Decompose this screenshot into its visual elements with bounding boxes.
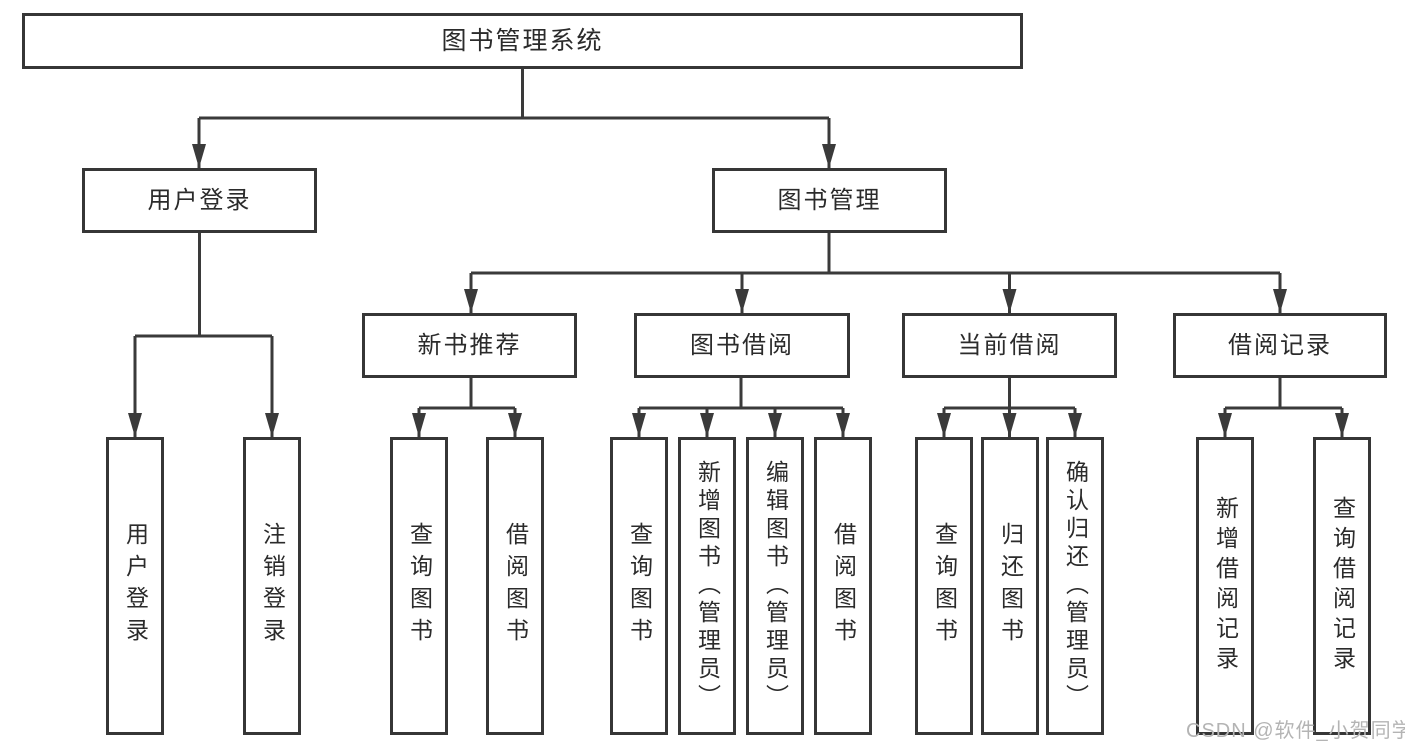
node-system-root: 图书管理系统 bbox=[22, 13, 1023, 69]
leaf-query-books-borrow: 查询图书 bbox=[610, 437, 668, 735]
leaf-query-borrow-record: 查询借阅记录 bbox=[1313, 437, 1371, 735]
node-book-borrow: 图书借阅 bbox=[634, 313, 850, 378]
csdn-watermark: CSDN @软件_小贺同学 bbox=[1186, 720, 1405, 742]
leaf-add-books-admin: 新增图书（管理员） bbox=[678, 437, 736, 735]
leaf-return-books: 归还图书 bbox=[981, 437, 1039, 735]
node-user-login: 用户登录 bbox=[82, 168, 317, 233]
leaf-logout: 注销登录 bbox=[243, 437, 301, 735]
leaf-query-books-current: 查询图书 bbox=[915, 437, 973, 735]
leaf-user-login: 用户登录 bbox=[106, 437, 164, 735]
node-book-management: 图书管理 bbox=[712, 168, 947, 233]
node-current-borrow: 当前借阅 bbox=[902, 313, 1117, 378]
leaf-borrow-books: 借阅图书 bbox=[814, 437, 872, 735]
node-new-book-recommend: 新书推荐 bbox=[362, 313, 577, 378]
leaf-edit-books-admin: 编辑图书（管理员） bbox=[746, 437, 804, 735]
leaf-add-borrow-record: 新增借阅记录 bbox=[1196, 437, 1254, 735]
node-borrow-records: 借阅记录 bbox=[1173, 313, 1387, 378]
leaf-confirm-return-admin: 确认归还（管理员） bbox=[1046, 437, 1104, 735]
leaf-query-books-recommend: 查询图书 bbox=[390, 437, 448, 735]
leaf-borrow-books-recommend: 借阅图书 bbox=[486, 437, 544, 735]
